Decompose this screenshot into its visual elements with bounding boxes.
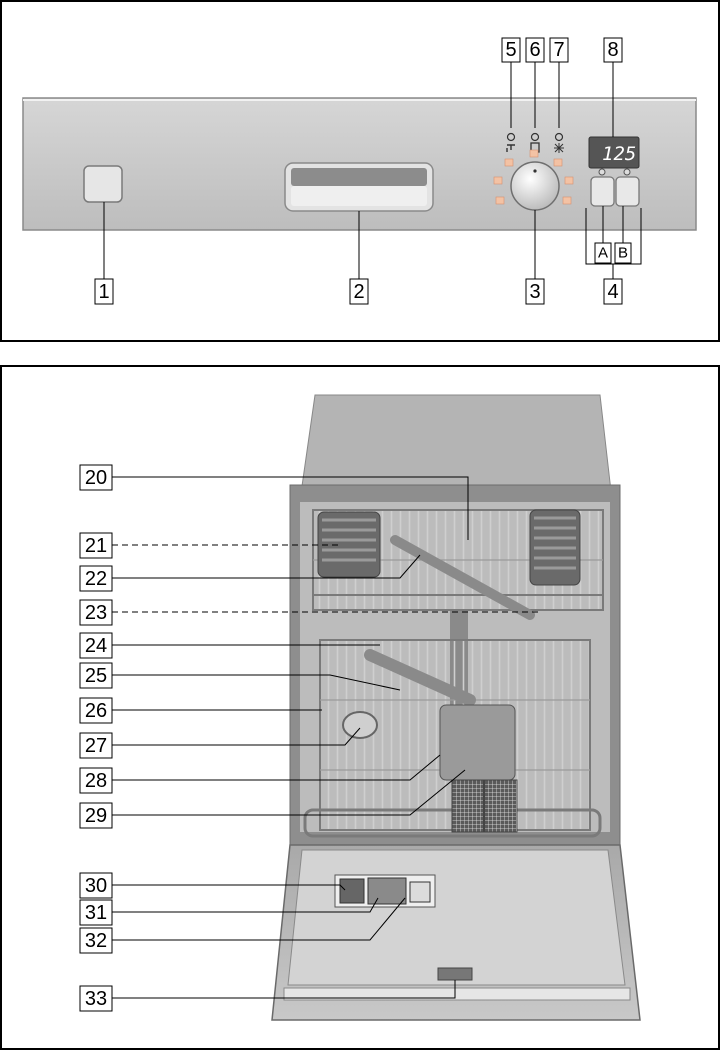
callout-20: 20 (80, 465, 112, 490)
callout-23: 23 (80, 600, 112, 625)
display-value: 125 (602, 143, 636, 165)
callout-28: 28 (80, 768, 112, 793)
time-button-a[interactable] (591, 177, 614, 206)
door-handle[interactable] (285, 163, 433, 211)
callout-30: 30 (80, 873, 112, 898)
svg-text:5: 5 (505, 39, 516, 61)
callout-31: 31 (80, 900, 112, 925)
svg-text:A: A (598, 245, 608, 262)
svg-text:4: 4 (607, 281, 618, 303)
svg-text:3: 3 (529, 281, 540, 303)
programme-selector-knob[interactable] (511, 162, 559, 210)
svg-text:6: 6 (529, 39, 540, 61)
svg-text:7: 7 (553, 39, 564, 61)
svg-text:B: B (618, 245, 628, 262)
svg-text:32: 32 (85, 930, 107, 952)
svg-text:33: 33 (85, 988, 107, 1010)
callout-22: 22 (80, 566, 112, 591)
time-button-b[interactable] (616, 177, 639, 206)
svg-text:8: 8 (607, 39, 618, 61)
svg-text:27: 27 (85, 735, 107, 757)
cup-rack-right (530, 510, 580, 585)
dispenser-unit (335, 875, 435, 907)
callout-29: 29 (80, 803, 112, 828)
svg-text:29: 29 (85, 805, 107, 827)
callout-32: 32 (80, 928, 112, 953)
button-b-led (624, 169, 630, 175)
callout-8: 8 (604, 38, 622, 62)
callout-27: 27 (80, 733, 112, 758)
svg-text:28: 28 (85, 770, 107, 792)
svg-text:21: 21 (85, 535, 107, 557)
button-a-led (599, 169, 605, 175)
svg-text:25: 25 (85, 665, 107, 687)
cutlery-basket (440, 705, 517, 832)
svg-text:22: 22 (85, 568, 107, 590)
callout-5: 5 (502, 38, 520, 62)
callout-7: 7 (550, 38, 568, 62)
filter-system (343, 712, 377, 738)
main-switch-button[interactable] (84, 166, 122, 202)
svg-text:26: 26 (85, 700, 107, 722)
callout-b: B (615, 243, 631, 263)
svg-text:31: 31 (85, 902, 107, 924)
callout-33: 33 (80, 986, 112, 1011)
svg-text:2: 2 (353, 281, 364, 303)
open-door (272, 845, 640, 1020)
callout-21: 21 (80, 533, 112, 558)
callout-25: 25 (80, 663, 112, 688)
svg-text:23: 23 (85, 602, 107, 624)
callout-4: 4 (604, 279, 622, 304)
type-plate (438, 968, 472, 980)
svg-text:30: 30 (85, 875, 107, 897)
callout-2: 2 (350, 279, 368, 304)
callout-26: 26 (80, 698, 112, 723)
callout-24: 24 (80, 633, 112, 658)
callout-a: A (595, 243, 611, 263)
callout-1: 1 (95, 279, 113, 304)
callout-6: 6 (526, 38, 544, 62)
svg-text:24: 24 (85, 635, 107, 657)
svg-text:1: 1 (98, 281, 109, 303)
svg-text:20: 20 (85, 467, 107, 489)
callout-3: 3 (526, 279, 544, 304)
